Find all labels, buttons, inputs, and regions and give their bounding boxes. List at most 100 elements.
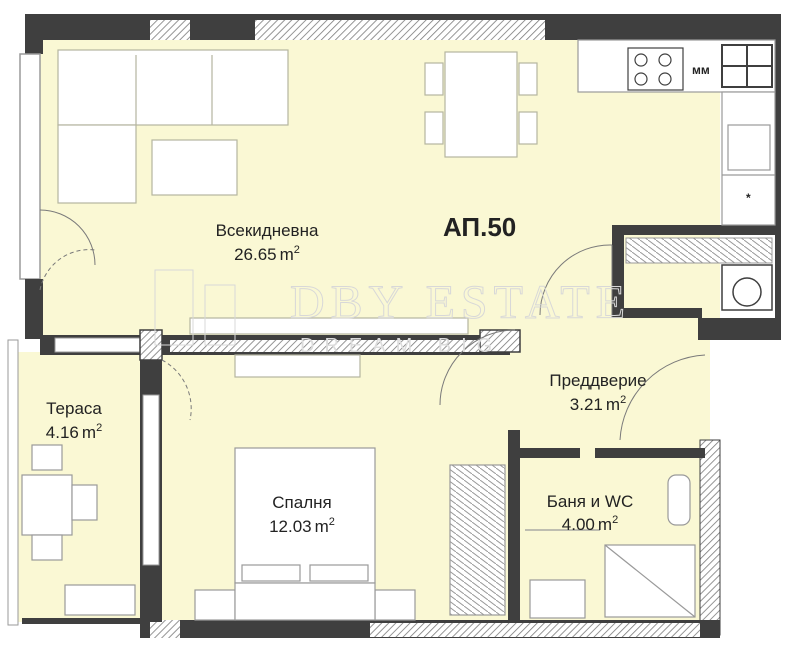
room-area-value: 26.65 [234,245,277,264]
wall-top-hatch-b [255,20,545,40]
room-name: Баня и WC [547,492,633,511]
room-area-value: 3.21 [570,395,603,414]
closet-rail [625,237,773,264]
wall-top-hatch-a [150,20,190,40]
wall-closet-left [612,225,624,318]
living-room-furniture [57,49,538,378]
apartment-label: АП.50 [443,212,516,242]
wash-basin [529,579,586,619]
room-area-unit-sup: 2 [294,244,300,256]
hob [627,47,684,91]
wall-bath-top-right [595,448,705,458]
wall-closet-bottom [612,308,702,318]
terrace-chair-top [31,444,63,471]
room-area-value: 4.00 [562,515,595,534]
room-name: Тераса [46,399,102,418]
wall-bottom-left-post [150,620,180,638]
headboard [234,582,376,621]
fridge-asterisk-icon: * [746,191,751,205]
wall-living-bedroom-hatch [170,340,500,352]
tv-console-lower [234,354,361,378]
wall-right-lower [699,439,721,636]
kitchen [577,39,776,226]
hallway-closet [625,237,773,311]
internal-walls [40,225,775,622]
terrace-table [21,474,73,536]
chair-4 [518,111,538,145]
room-area-unit: m [82,423,96,442]
washing-machine-drum-icon [732,277,762,307]
door-terrace [39,249,96,291]
room-name: Спалня [272,493,331,512]
room-name: Всекидневна [216,221,319,240]
chair-3 [518,62,538,96]
bed-pillow-right [309,564,369,582]
chair-2 [424,111,444,145]
toilet [667,474,691,526]
room-area-unit: m [315,517,329,536]
bed [234,447,376,584]
room-area-unit-sup: 2 [620,394,626,406]
terrace-bench [64,584,136,616]
chair-1 [424,62,444,96]
room-name: Преддверие [549,371,646,390]
wall-terrace-bottom [22,618,162,624]
tv-console [189,317,469,335]
door-living-left [39,209,96,266]
sink [727,124,771,171]
coffee-table [151,139,238,196]
room-area-unit-sup: 2 [612,514,618,526]
nightstand-left [194,589,236,621]
appliance-mm-label: мм [692,63,710,77]
room-area-unit-sup: 2 [96,422,102,434]
watermark-building-icon [154,269,194,346]
door-hallway [439,329,516,406]
watermark-logo: DBY ESTATE DREAM BIG [154,269,631,357]
room-area-unit: m [280,245,294,264]
wall-right-block [698,318,781,340]
room-area-unit-sup: 2 [329,516,335,528]
wall-bedroom-bath [508,430,520,622]
room-area-value: 12.03 [269,517,312,536]
nightstand-right [374,589,416,621]
dining-table [444,51,518,158]
wall-right-upper [775,14,781,339]
walls [7,14,781,638]
room-area-unit: m [598,515,612,534]
sofa [57,49,289,126]
room-area-value: 4.16 [46,423,79,442]
washing-machine [721,264,773,311]
watermark-tagline: DREAM BIG [300,335,502,357]
window-left [19,53,41,280]
floor-hallway [510,330,710,450]
wall-left-mid [25,279,43,339]
bedroom-furniture [194,447,506,621]
room-area-unit: m [606,395,620,414]
terrace-furniture [21,444,136,616]
bathroom-fixtures [525,474,696,619]
wall-terrace-door [54,337,141,353]
sofa-chaise [57,124,137,204]
terrace-rail [7,339,19,626]
wall-bath-top [520,448,580,458]
door-bath [619,354,706,441]
door-bedroom [161,359,192,421]
door-living [539,244,613,316]
wall-closet-top [612,225,775,235]
terrace-chair-bottom [31,534,63,561]
wall-bedroom-column [479,329,521,353]
bed-pillow-left [241,564,301,582]
doors [39,209,706,441]
watermark-brand: DBY ESTATE [290,276,631,329]
window-terrace-bedroom [142,394,160,566]
